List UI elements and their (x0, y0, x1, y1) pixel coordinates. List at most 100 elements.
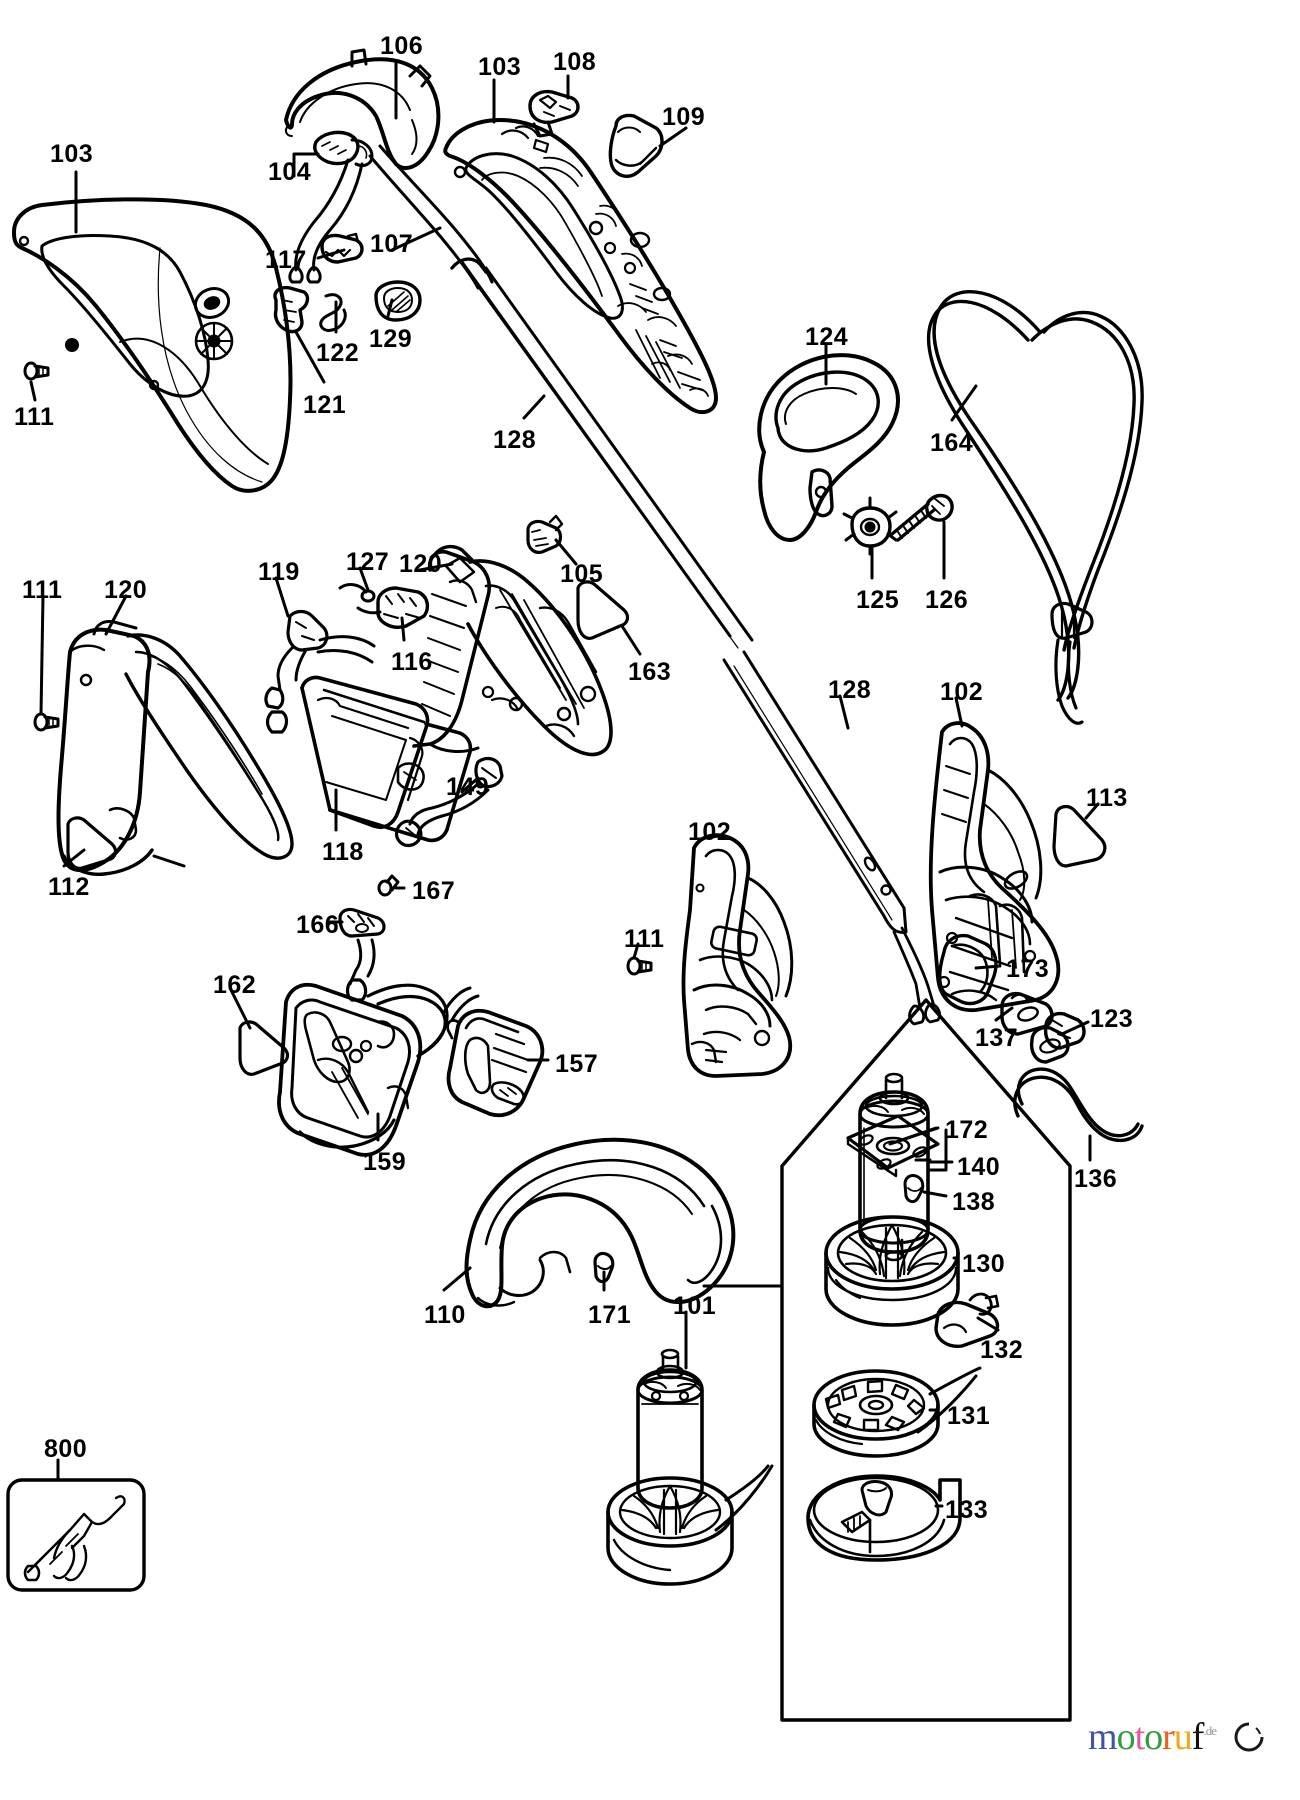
part-118-battery-pack (300, 675, 473, 843)
part-124-auxiliary-handle (757, 353, 900, 542)
callout-129: 129 (369, 325, 413, 353)
callout-111-c: 111 (624, 925, 665, 953)
callout-118: 118 (322, 838, 364, 866)
part-113-label (1052, 804, 1107, 868)
watermark-letter-f: f (1191, 1716, 1205, 1758)
callout-111-b: 111 (22, 576, 63, 604)
callout-131: 131 (947, 1402, 991, 1430)
callout-127: 127 (346, 548, 390, 576)
callout-106: 106 (380, 32, 424, 60)
part-120-battery-cover (56, 620, 294, 876)
callout-128-upper: 128 (493, 426, 537, 454)
part-128-shaft-upper (450, 257, 754, 649)
part-123-eyelet (1029, 1011, 1086, 1064)
callout-110: 110 (424, 1301, 466, 1329)
callout-133: 133 (945, 1496, 989, 1524)
part-101-motor-assembly (606, 1348, 774, 1586)
callout-101: 101 (673, 1292, 717, 1320)
callout-117: 117 (265, 246, 307, 274)
part-104-trigger-lever (313, 130, 374, 168)
callout-167: 167 (412, 877, 456, 905)
part-125-knob-nut (842, 496, 898, 556)
inset-box-101 (780, 998, 1072, 1722)
callout-157: 157 (555, 1050, 599, 1078)
callout-171: 171 (588, 1301, 632, 1329)
part-109-switch-sleeve (608, 113, 664, 178)
watermark-circle-logo (1234, 1721, 1265, 1752)
watermark-letter-m: m (1088, 1716, 1118, 1758)
part-128-shaft-lower (722, 650, 941, 1026)
callout-103-left: 103 (50, 140, 94, 168)
part-173-bushing (938, 933, 998, 1006)
part-138-screw (903, 1174, 925, 1204)
callout-138: 138 (952, 1188, 996, 1216)
part-111-screw-b (33, 712, 60, 732)
part-103-left-handle-shell (12, 197, 293, 493)
callout-116: 116 (391, 648, 433, 676)
callout-800: 800 (44, 1435, 88, 1463)
part-167-screw (377, 874, 400, 897)
part-140-mounting-plate (846, 1114, 940, 1178)
site-watermark: motoruf.de (1088, 1716, 1217, 1758)
callout-113: 113 (1086, 784, 1128, 812)
part-116-connector-block (376, 586, 430, 629)
part-120-battery-frame (412, 544, 613, 757)
callout-136: 136 (1074, 1165, 1118, 1193)
callout-103-right: 103 (478, 53, 522, 81)
part-131-spool (812, 1366, 982, 1458)
part-129-grommet (374, 280, 422, 322)
part-112-label (66, 816, 118, 870)
callout-108: 108 (553, 48, 597, 76)
callout-124: 124 (805, 323, 849, 351)
part-136-edge-guide (1013, 1067, 1144, 1143)
part-103-right-handle-shell (443, 118, 718, 415)
watermark-suffix: .de (1203, 1723, 1216, 1739)
watermark-letter-t: t (1134, 1716, 1146, 1758)
part-149-wire-lead (394, 756, 504, 848)
callout-112: 112 (48, 873, 90, 901)
part-102-motor-housing-b (928, 721, 1061, 1012)
callout-107: 107 (370, 230, 414, 258)
callout-102-a: 102 (688, 818, 732, 846)
part-110-safety-guard (464, 1137, 736, 1309)
callout-172: 172 (945, 1116, 989, 1144)
part-117-cable-clamp (320, 232, 364, 264)
callout-121: 121 (303, 391, 347, 419)
leader-lines (29, 60, 1100, 1508)
callout-128-lower: 128 (828, 676, 872, 704)
callout-132: 132 (980, 1336, 1024, 1364)
part-111-screw-c (626, 956, 653, 976)
callout-104: 104 (268, 158, 312, 186)
part-102-motor-housing-a (681, 833, 794, 1078)
part-charger-cable (345, 938, 480, 1058)
watermark-letter-o2: o (1144, 1716, 1163, 1758)
callout-126: 126 (925, 586, 969, 614)
watermark-letter-u: u (1173, 1716, 1193, 1758)
callout-166: 166 (296, 911, 340, 939)
part-159-charger-base (277, 982, 423, 1157)
part-166-cable-clip (338, 907, 386, 938)
part-130-spool-housing (824, 1215, 960, 1327)
part-126-bolt (890, 493, 954, 542)
part-132-line-cutter-bracket (934, 1292, 1000, 1348)
part-127-terminal (338, 583, 382, 615)
callout-120-frame: 120 (399, 550, 443, 578)
callout-140: 140 (957, 1153, 1001, 1181)
watermark-letter-r: r (1162, 1716, 1175, 1758)
part-119-wiring-lead (264, 609, 376, 734)
callout-162: 162 (213, 971, 257, 999)
part-171-guard-screw (593, 1251, 615, 1284)
part-105-latch-button (526, 514, 564, 554)
part-157-charger-unit (446, 1008, 545, 1118)
callout-111-a: 111 (14, 403, 55, 431)
part-122-spring-clip (319, 293, 347, 332)
part-111-screw-a (23, 361, 50, 381)
callout-119: 119 (258, 558, 300, 586)
callout-137: 137 (975, 1024, 1019, 1052)
callout-159: 159 (363, 1148, 407, 1176)
part-106-handle-clamp (284, 48, 441, 170)
callout-149: 149 (446, 773, 490, 801)
part-164-shoulder-strap (926, 290, 1144, 725)
callout-122: 122 (316, 339, 360, 367)
